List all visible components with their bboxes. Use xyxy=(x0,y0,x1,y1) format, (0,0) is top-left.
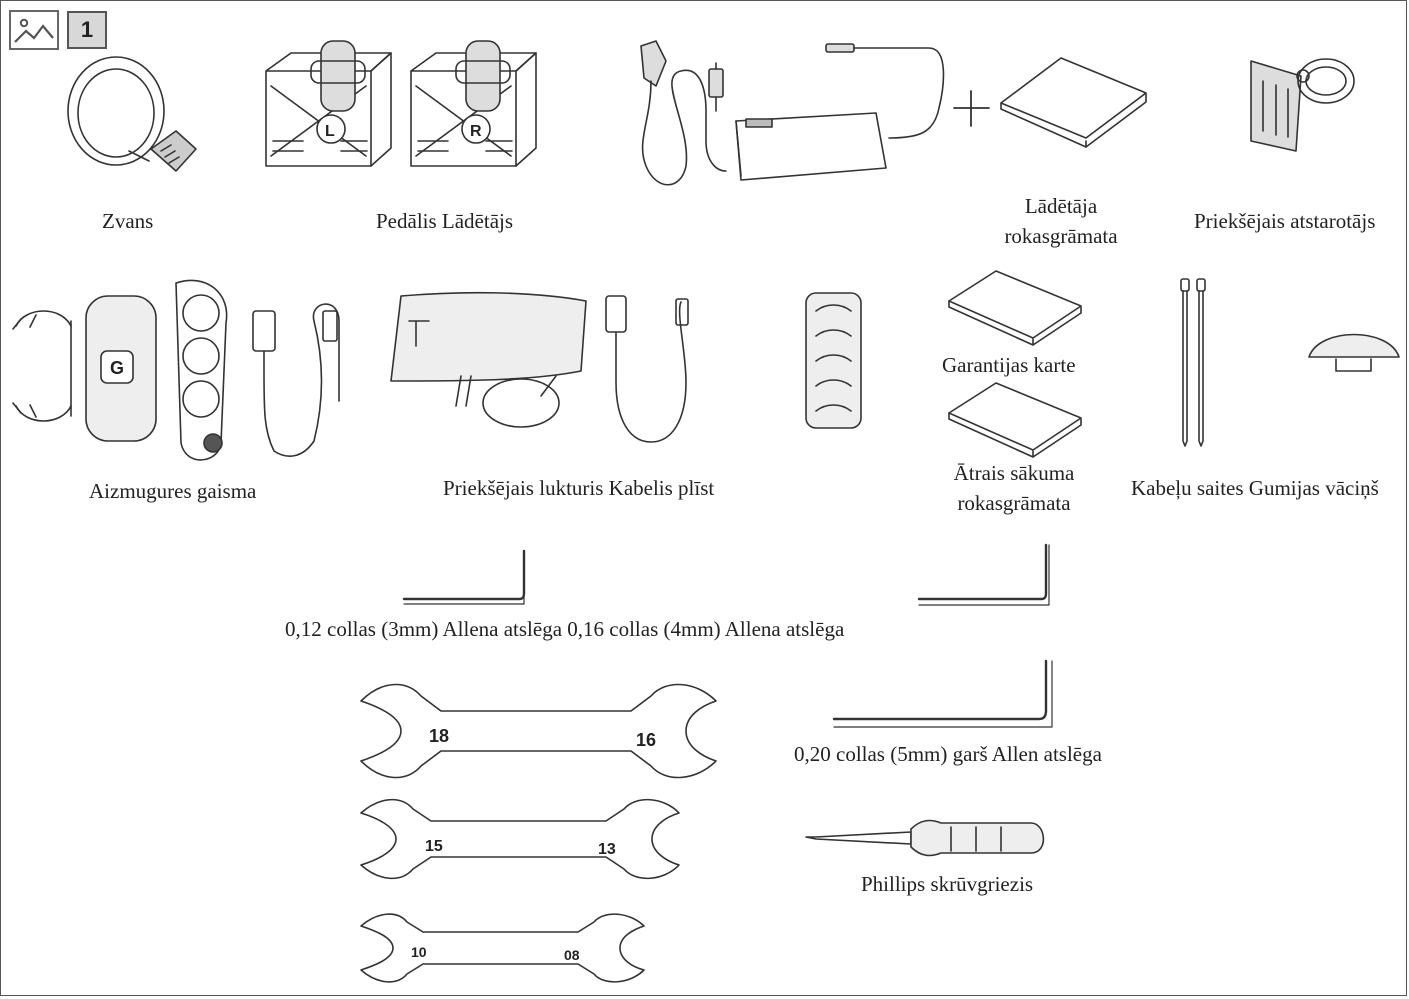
pedal-right-icon xyxy=(411,41,536,166)
wrench-10-08-icon xyxy=(361,914,644,982)
rear-light-icon xyxy=(13,280,339,460)
quick-start-icon xyxy=(949,383,1081,457)
label-quick-start: Ātrais sākuma rokasgrāmata xyxy=(953,461,1075,515)
rubber-cap-icon xyxy=(1309,335,1399,372)
label-cable-ties-cap: Kabeļu saites Gumijas vāciņš xyxy=(1131,476,1379,500)
pedal-left-mark: L xyxy=(325,123,335,140)
label-pedal-charger: Pedālis Lādētājs xyxy=(376,209,514,233)
front-reflector-icon xyxy=(1251,59,1354,151)
label-front-reflector: Priekšējais atstarotājs xyxy=(1194,209,1376,233)
pedal-right-mark: R xyxy=(470,123,482,140)
label-charger-manual: Lādētāja rokasgrāmata xyxy=(1004,194,1118,248)
screwdriver-icon xyxy=(806,821,1043,856)
cable-ties-icon xyxy=(1181,279,1205,446)
label-front-light-cable: Priekšējais lukturis Kabelis plīst xyxy=(443,476,715,500)
wrench-3-left-size: 10 xyxy=(411,944,427,960)
rear-light-mark: G xyxy=(110,358,124,378)
label-screwdriver: Phillips skrūvgriezis xyxy=(861,872,1034,896)
warranty-card-icon xyxy=(949,271,1081,345)
wrench-2-left-size: 15 xyxy=(425,838,443,855)
charger-manual-icon xyxy=(1001,58,1146,147)
charger-icon xyxy=(641,41,943,185)
label-allen-3-4: 0,12 collas (3mm) Allena atslēga 0,16 co… xyxy=(285,617,845,641)
front-light-icon xyxy=(391,293,688,442)
wrench-3-right-size: 08 xyxy=(564,947,580,963)
label-warranty-card: Garantijas karte xyxy=(942,353,1076,377)
wrench-18-16-icon xyxy=(361,685,716,778)
wrench-15-13-icon xyxy=(361,800,679,879)
plus-icon xyxy=(954,91,989,126)
bell-icon xyxy=(68,57,196,171)
pedal-left-icon xyxy=(266,41,391,166)
wrench-1-left-size: 18 xyxy=(429,726,449,746)
step-number-badge: 1 xyxy=(67,11,107,49)
image-icon xyxy=(9,10,59,50)
reflector-strip-icon xyxy=(806,293,861,428)
label-allen-5-long: 0,20 collas (5mm) garš Allen atslēga xyxy=(794,742,1102,766)
allen-key-5mm-icon xyxy=(834,661,1052,727)
allen-key-3mm-icon xyxy=(404,551,524,604)
wrench-2-right-size: 13 xyxy=(598,841,616,858)
wrench-1-right-size: 16 xyxy=(636,730,656,750)
label-rear-light: Aizmugures gaisma xyxy=(89,479,257,503)
label-bell: Zvans xyxy=(102,209,154,233)
allen-key-4mm-icon xyxy=(919,545,1049,605)
